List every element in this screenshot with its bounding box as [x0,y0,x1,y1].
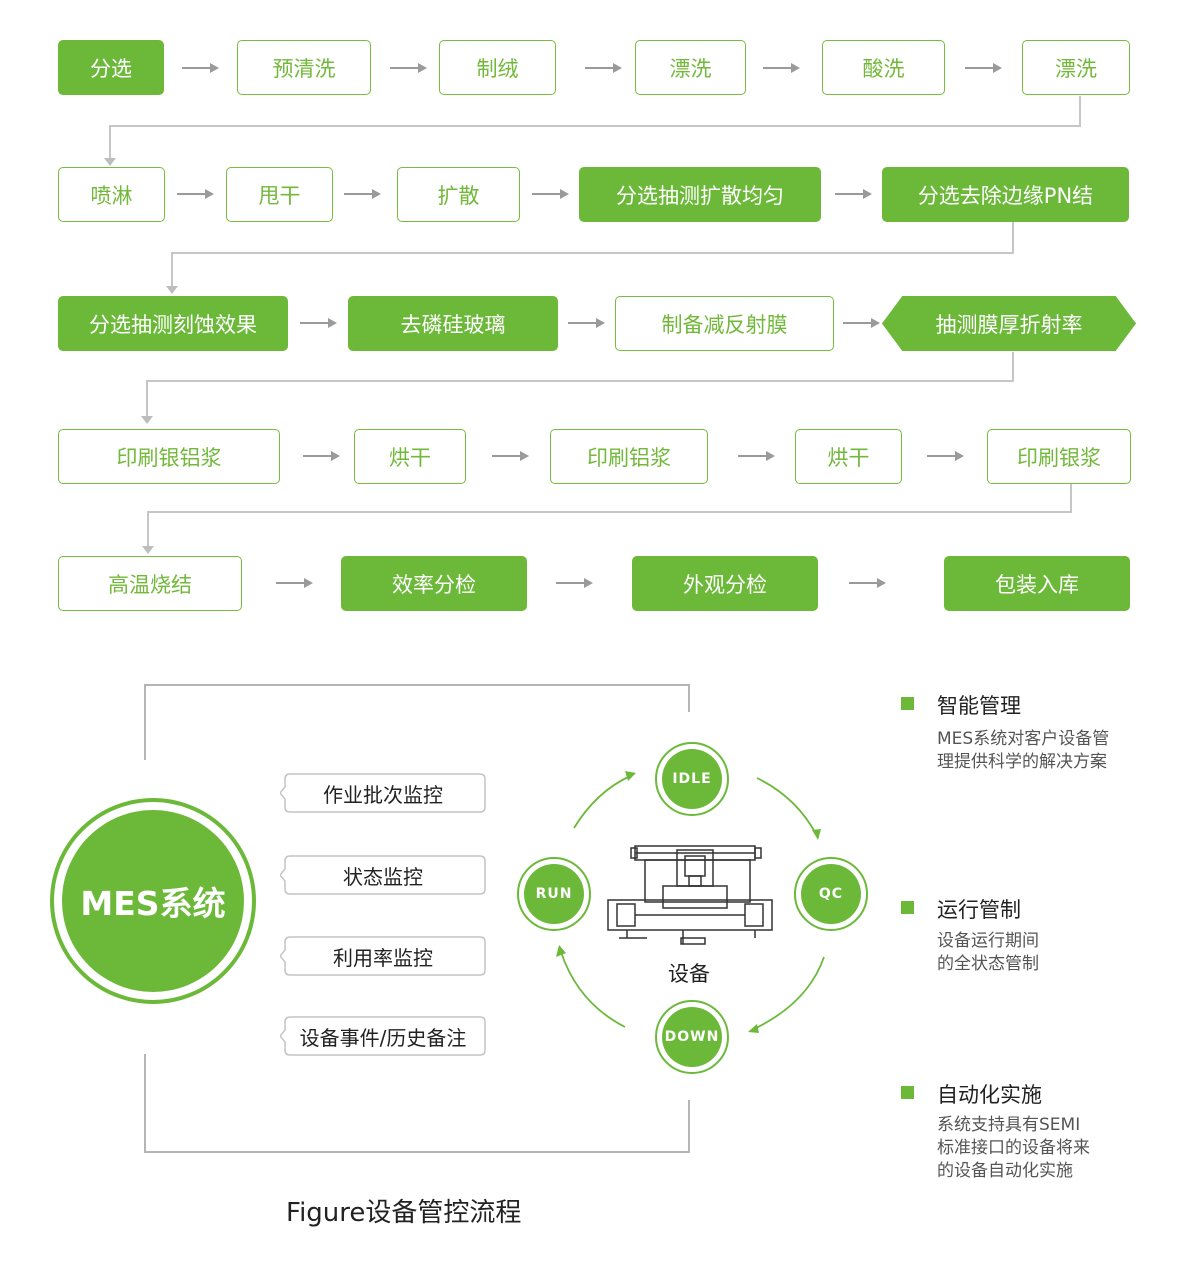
step-print-al-paste: 印刷铝浆 [550,429,708,484]
bullet-icon [901,697,914,710]
arrow-right-icon [842,317,881,329]
arrow-right-icon [926,450,965,462]
feature-desc-operation-control: 设备运行期间 的全状态管制 [937,930,1162,976]
arrow-right-icon [531,188,570,200]
monitor-utilization-label: 利用率监控 [333,945,433,970]
feature-desc-line: 系统支持具有SEMI [937,1115,1081,1135]
monitor-batch: 作业批次监控 [280,773,486,813]
arrow-right-icon [176,188,215,200]
feature-desc-line: 的设备自动化实施 [937,1161,1073,1181]
arrow-right-icon [762,62,801,74]
feature-title-operation-control: 运行管制 [937,898,1021,922]
figure-caption: Figure设备管控流程 [286,1198,522,1228]
arrow-right-icon [275,577,314,589]
device-label: 设备 [668,962,710,986]
feature-desc-smart-management: MES系统对客户设备管 理提供科学的解决方案 [937,728,1162,774]
step-edge-pn-removal: 分选去除边缘PN结 [882,167,1129,222]
state-down: DOWN [655,1000,729,1074]
mes-system-ring [50,798,256,1004]
feature-title-smart-management: 智能管理 [937,694,1021,718]
arrow-right-icon [302,450,341,462]
arrow-right-icon [737,450,776,462]
feature-title-automation: 自动化实施 [937,1083,1042,1107]
step-rinsing-2: 漂洗 [1022,40,1130,95]
arrow-right-icon [181,62,220,74]
step-pre-cleaning: 预清洗 [237,40,371,95]
state-qc: QC [794,857,868,931]
state-down-label: DOWN [662,1007,722,1067]
flow-arrows [176,62,1003,589]
step-appearance-sorting: 外观分检 [632,556,818,611]
step-texturing: 制绒 [439,40,556,95]
state-run-label: RUN [524,864,584,924]
monitor-utilization: 利用率监控 [280,936,486,976]
equipment-icon [607,845,773,945]
monitor-status: 状态监控 [280,855,486,895]
step-drying-1: 烘干 [354,429,466,484]
arrow-right-icon [389,62,428,74]
step-spin-dry: 甩干 [226,167,333,222]
arrow-right-icon [584,62,623,74]
arrow-right-icon [555,577,594,589]
monitor-status-label: 状态监控 [343,864,423,889]
step-psg-removal: 去磷硅玻璃 [348,296,558,351]
step-sorting: 分选 [58,40,164,95]
arrow-right-icon [834,188,873,200]
feature-desc-line: 的全状态管制 [937,954,1039,974]
monitor-events: 设备事件/历史备注 [280,1016,486,1056]
monitor-events-label: 设备事件/历史备注 [299,1025,467,1050]
state-run: RUN [517,857,591,931]
feature-desc-line: MES系统对客户设备管 [937,729,1110,749]
step-acid-wash: 酸洗 [822,40,945,95]
feature-desc-line: 标准接口的设备将来 [937,1138,1090,1158]
step-packaging: 包装入库 [944,556,1130,611]
arrow-right-icon [567,317,606,329]
feature-desc-line: 设备运行期间 [937,931,1039,951]
arrow-right-icon [343,188,382,200]
step-print-ag-paste: 印刷银浆 [987,429,1131,484]
arrow-right-icon [299,317,338,329]
step-drying-2: 烘干 [795,429,902,484]
step-rinsing-1: 漂洗 [635,40,746,95]
step-diffusion-uniformity-check: 分选抽测扩散均匀 [579,167,821,222]
step-film-thickness-check: 抽测膜厚折射率 [882,296,1136,351]
arrow-right-icon [964,62,1003,74]
monitor-batch-label: 作业批次监控 [323,782,443,807]
mes-system-label: MES系统 [62,810,244,992]
state-idle: IDLE [655,742,729,816]
bullet-icon [901,1086,914,1099]
feature-desc-line: 理提供科学的解决方案 [937,752,1107,772]
state-idle-label: IDLE [662,749,722,809]
step-efficiency-sorting: 效率分检 [341,556,527,611]
arrow-right-icon [848,577,887,589]
step-print-ag-al-paste: 印刷银铝浆 [58,429,280,484]
arrow-right-icon [491,450,530,462]
feature-desc-automation: 系统支持具有SEMI 标准接口的设备将来 的设备自动化实施 [937,1114,1162,1183]
flow-connectors [104,96,1081,554]
step-arc-deposition: 制备减反射膜 [615,296,834,351]
bullet-icon [901,901,914,914]
state-qc-label: QC [801,864,861,924]
step-sintering: 高温烧结 [58,556,242,611]
step-diffusion: 扩散 [397,167,520,222]
step-etch-check: 分选抽测刻蚀效果 [58,296,288,351]
step-spraying: 喷淋 [58,167,165,222]
